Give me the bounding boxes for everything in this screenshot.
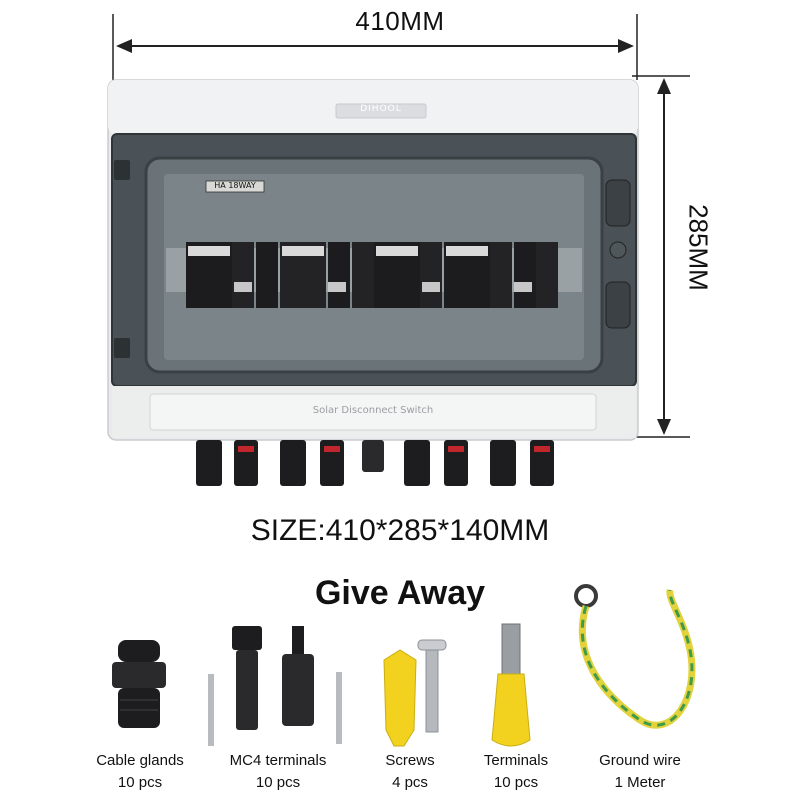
screw-anchor-icon [383, 649, 417, 747]
accessory-name: Terminals [483, 752, 549, 769]
accessory-qty: 10 pcs [493, 774, 539, 791]
breaker-row [186, 242, 558, 308]
accessory-name: Screws [385, 752, 435, 769]
accessory-name: MC4 terminals [229, 752, 327, 769]
width-dimension-arrow [112, 14, 638, 80]
dimension-width-label: 410MM [355, 6, 445, 36]
dimension-height-label: 285MM [683, 204, 714, 291]
crimp-terminal-icon [491, 623, 531, 747]
accessory-name: Ground wire [599, 752, 681, 769]
accessory-qty: 4 pcs [392, 774, 428, 791]
accessory-cable-glands: Cable glands 10 pcs [70, 750, 210, 794]
cable-gland-icon [112, 640, 166, 728]
accessory-terminals: Terminals 10 pcs [446, 750, 586, 794]
accessory-qty: 10 pcs [117, 774, 163, 791]
mc4-terminals-icon [208, 626, 342, 746]
height-dimension-arrow [632, 75, 690, 438]
mc4-connector-row [196, 440, 554, 486]
give-away-title: Give Away [314, 574, 486, 612]
accessory-name: Cable glands [96, 752, 184, 769]
brand-label: DIHOOL [360, 104, 402, 114]
accessory-screws: Screws 4 pcs [340, 750, 480, 794]
size-caption: SIZE:410*285*140MM [250, 514, 550, 547]
ground-wire-icon [574, 584, 696, 729]
accessory-qty: 1 Meter [614, 774, 666, 791]
model-label: HA 18WAY [214, 181, 256, 190]
accessory-ground-wire: Ground wire 1 Meter [570, 750, 710, 794]
screw-icon [417, 639, 447, 733]
accessory-mc4-terminals: MC4 terminals 10 pcs [208, 750, 348, 794]
accessory-qty: 10 pcs [255, 774, 301, 791]
front-label: Solar Disconnect Switch [312, 405, 434, 416]
